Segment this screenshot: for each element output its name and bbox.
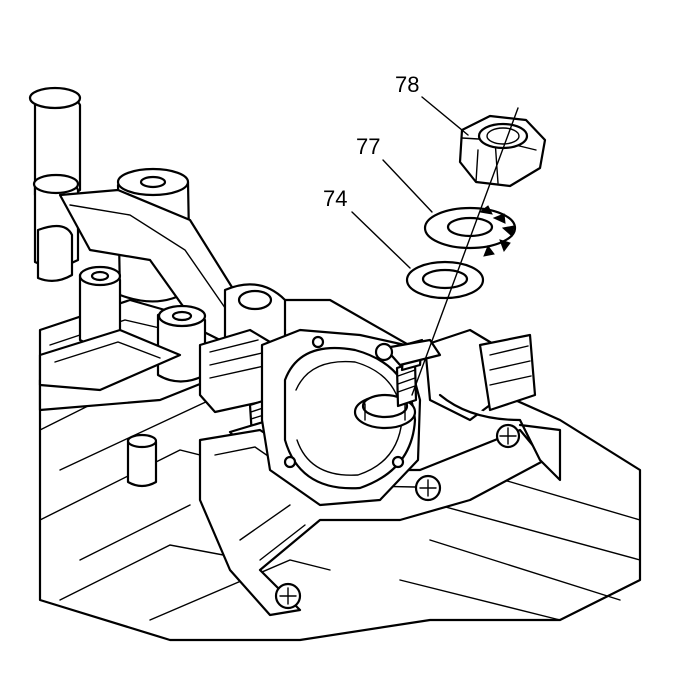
callout-78: 78 (395, 72, 420, 97)
lock-washer (423, 205, 517, 257)
leader-lines (351, 96, 469, 269)
callout-77: 77 (356, 134, 381, 159)
flat-washer (405, 260, 485, 300)
right-connector (374, 328, 562, 482)
callout-74: 74 (323, 186, 348, 211)
assembly-axis (411, 107, 519, 396)
case-bosses (28, 86, 287, 488)
